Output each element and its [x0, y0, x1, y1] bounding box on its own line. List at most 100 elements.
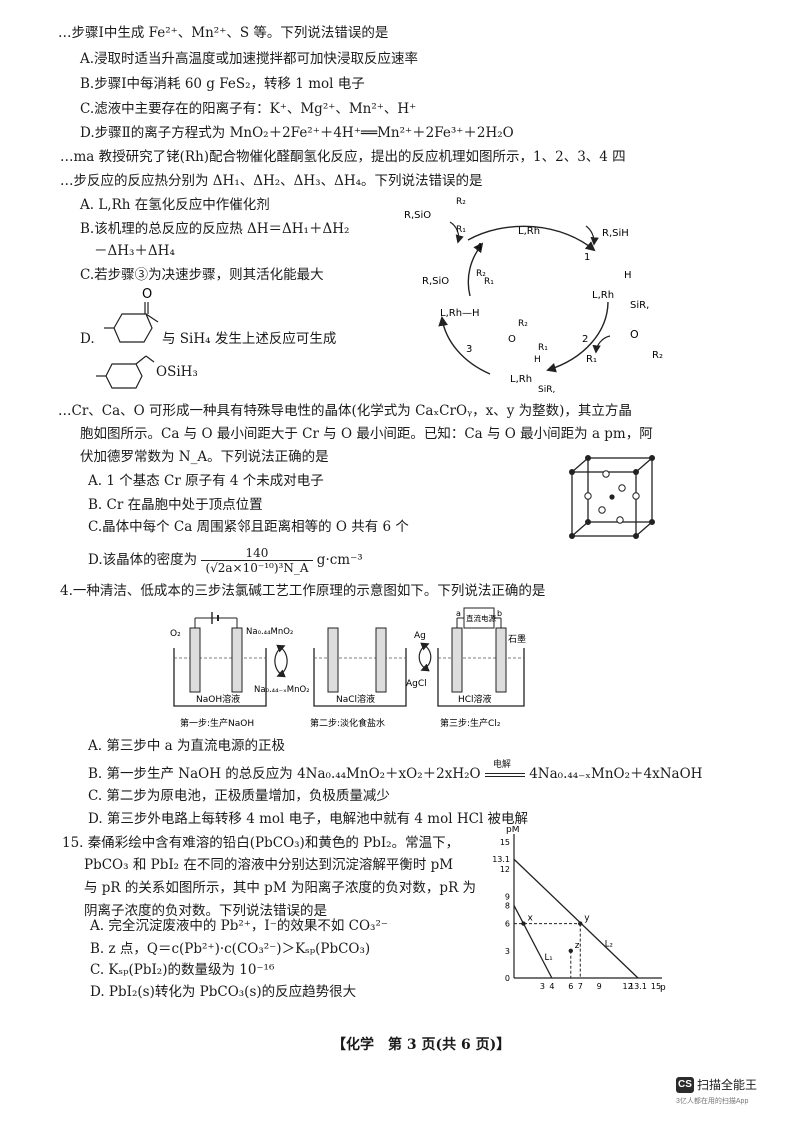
q4-stem: 4.一种清洁、低成本的三步法氯碱工艺工作原理的示意图如下。下列说法正确的是: [60, 583, 546, 599]
cycle-product-r3sio: R,SiO: [404, 210, 431, 221]
cycle-int-r3sio: R,SiO: [422, 276, 449, 287]
cycle-arrow-4: [467, 242, 484, 297]
q14-unit-cell: [569, 455, 655, 539]
cycle-lrh-h: L,Rh: [592, 290, 614, 301]
q13-option-c: C.若步骤③为决速步骤，则其活化能最大: [80, 267, 324, 283]
q14-option-d: D.该晶体的密度为 140 (√2a×10⁻¹⁰)³N_A g·cm⁻³: [88, 546, 363, 575]
cycle-sir3: SiR,: [630, 300, 649, 311]
q4-graphite: 石墨: [508, 634, 526, 645]
q13-option-d: 与 SiH₄ 发生上述反应可生成: [162, 331, 337, 347]
page-footer: 【化学 第 3 页(共 6 页)】: [332, 1037, 511, 1053]
cycle-int2-h: H: [534, 355, 541, 365]
q13-option-b-cont: －ΔH₃＋ΔH₄: [94, 243, 175, 259]
q14-stem-3: 伏加德罗常数为 N_A。下列说法正确的是: [80, 449, 329, 465]
q4-step1-label: 第一步:生产NaOH: [180, 717, 254, 729]
q12-option-c: C.滤液中主要存在的阳离子有：K⁺、Mg²⁺、Mn²⁺、H⁺: [80, 101, 417, 117]
y-tick-label: 6: [505, 920, 510, 929]
y-axis-label: pM: [506, 826, 519, 835]
cycle-step-1: 1: [584, 252, 590, 263]
y-tick-label: 15: [500, 838, 510, 847]
q4-option-a: A. 第三步中 a 为直流电源的正极: [88, 738, 285, 754]
x-tick-label: 9: [597, 982, 602, 991]
cycle-step-4: 4: [476, 242, 482, 253]
q13-d-product-label: OSiH₃: [156, 364, 198, 380]
q13-option-a: A. L,Rh 在氢化反应中作催化剂: [80, 197, 270, 213]
scanner-name: 扫描全能王: [697, 1078, 758, 1092]
q4-power-supply: 直流电源: [466, 613, 496, 623]
cycle-int2-r1: R₁: [538, 343, 548, 353]
y-tick-label: 3: [505, 947, 510, 956]
q15-option-a: A. 完全沉淀废液中的 Pb²⁺，I⁻的效果不如 CO₃²⁻: [90, 918, 388, 934]
q15-stem-1: 15. 秦俑彩绘中含有难溶的铅白(PbCO₃)和黄色的 PbI₂。常温下，: [62, 835, 460, 851]
x-tick-label: 4: [549, 982, 554, 991]
q4-o2: O₂: [170, 629, 181, 639]
q14-density-unit: g·cm⁻³: [316, 552, 363, 568]
q14-density-fraction: 140 (√2a×10⁻¹⁰)³N_A: [201, 546, 313, 575]
cycle-r1: R₁: [586, 354, 597, 365]
q4-option-d: D. 第三步外电路上每转移 4 mol 电子，电解池中就有 4 mol HCl …: [88, 811, 529, 827]
scanner-subtitle: 3亿人都在用的扫描App: [676, 1098, 749, 1105]
y-tick-label: 0: [505, 974, 510, 983]
cycle-step-3: 3: [466, 344, 472, 355]
q12-option-b: B.步骤Ⅰ中每消耗 60 g FeS₂，转移 1 mol 电子: [80, 76, 365, 92]
cycle-int2-lrh: L,Rh: [510, 374, 532, 385]
q13-stem-1: …ma 教授研究了铑(Rh)配合物催化醛酮氢化反应，提出的反应机理如图所示，1、…: [60, 149, 626, 165]
cycle-int2-o: O: [508, 334, 516, 345]
q13-d-oxygen-label: O: [142, 287, 152, 302]
y-tick-label: 9: [505, 892, 510, 901]
q4-step2-label: 第二步:淡化食盐水: [310, 717, 385, 729]
q13-d-ring-2: [105, 363, 143, 389]
cycle-h: H: [624, 270, 632, 281]
cycle-int2-r2: R₂: [518, 319, 528, 329]
q4-na044: Na₀.₄₄MnO₂: [246, 627, 293, 637]
point-label: y: [584, 914, 590, 924]
cycle-step-2: 2: [582, 334, 588, 345]
x-tick-label: 7: [578, 982, 583, 991]
q4-option-c: C. 第二步为原电池，正极质量增加，负极质量减少: [88, 788, 390, 804]
q4-nacl-solution: NaCl溶液: [336, 693, 375, 705]
q12-stem: …步骤Ⅰ中生成 Fe²⁺、Mn²⁺、S 等。下列说法错误的是: [58, 25, 389, 41]
point-marker: [578, 921, 583, 926]
cycle-product-r2: R₂: [456, 197, 466, 207]
q14-option-b: B. Cr 在晶胞中处于顶点位置: [88, 497, 263, 513]
q4-naoh-solution: NaOH溶液: [196, 693, 240, 705]
q4-condition-label: 电解: [492, 760, 511, 770]
q14-option-a: A. 1 个基态 Cr 原子有 4 个未成对电子: [88, 473, 324, 489]
q13-option-d-prefix: D.: [80, 331, 95, 347]
cycle-r2: R₂: [652, 350, 663, 361]
q4-ag: Ag: [414, 631, 426, 641]
q15-option-d: D. PbI₂(s)转化为 PbCO₃(s)的反应趋势很大: [90, 984, 357, 1000]
x-tick-label: 15: [651, 982, 661, 991]
q4-option-b: B. 第一步生产 NaOH 的总反应为 4Na₀.₄₄MnO₂＋xO₂＋2xH₂…: [88, 760, 702, 783]
q14-stem-2: 胞如图所示。Ca 与 O 最小间距大于 Cr 与 O 最小间距。已知：Ca 与 …: [80, 426, 653, 442]
q13-d-ring-1: [113, 313, 153, 343]
q4-step3-label: 第三步:生产Cl₂: [440, 717, 501, 729]
y-tick-label: 8: [505, 901, 510, 910]
cycle-r3sih: R,SiH: [602, 228, 629, 239]
point-marker: [568, 948, 573, 953]
y-tick-label: 13.1: [492, 855, 510, 864]
q14-density-denominator: (√2a×10⁻¹⁰)³N_A: [205, 561, 309, 575]
q4-terminal-b: b: [497, 609, 502, 618]
series-label: L₂: [605, 939, 613, 949]
cycle-int-lrhh: L,Rh—H: [440, 308, 480, 319]
cycle-arrow-3: [438, 316, 491, 375]
point-label: z: [575, 941, 580, 951]
x-tick-label: 6: [568, 982, 573, 991]
x-axis-label: pR: [660, 983, 666, 993]
cycle-o: O: [630, 328, 639, 341]
q14-d-prefix: D.该晶体的密度为: [88, 552, 198, 568]
q14-density-numerator: 140: [201, 546, 313, 561]
cycle-arrow-1: [467, 225, 596, 252]
cycle-int-r1: R₁: [484, 277, 494, 287]
cycle-product-r1: R₁: [456, 225, 466, 235]
q15-stem-4: 阴离子浓度的负对数。下列说法错误的是: [84, 903, 327, 919]
q14-option-c: C.晶体中每个 Ca 周围紧邻且距离相等的 O 共有 6 个: [88, 519, 409, 535]
y-tick-label: 12: [500, 865, 510, 874]
q4-option-b-left: B. 第一步生产 NaOH 的总反应为 4Na₀.₄₄MnO₂＋xO₂＋2xH₂…: [88, 766, 481, 782]
q4-electrolysis-arrow: 电解: [484, 760, 525, 777]
q4-hcl-solution: HCl溶液: [458, 693, 492, 705]
point-marker: [521, 921, 526, 926]
